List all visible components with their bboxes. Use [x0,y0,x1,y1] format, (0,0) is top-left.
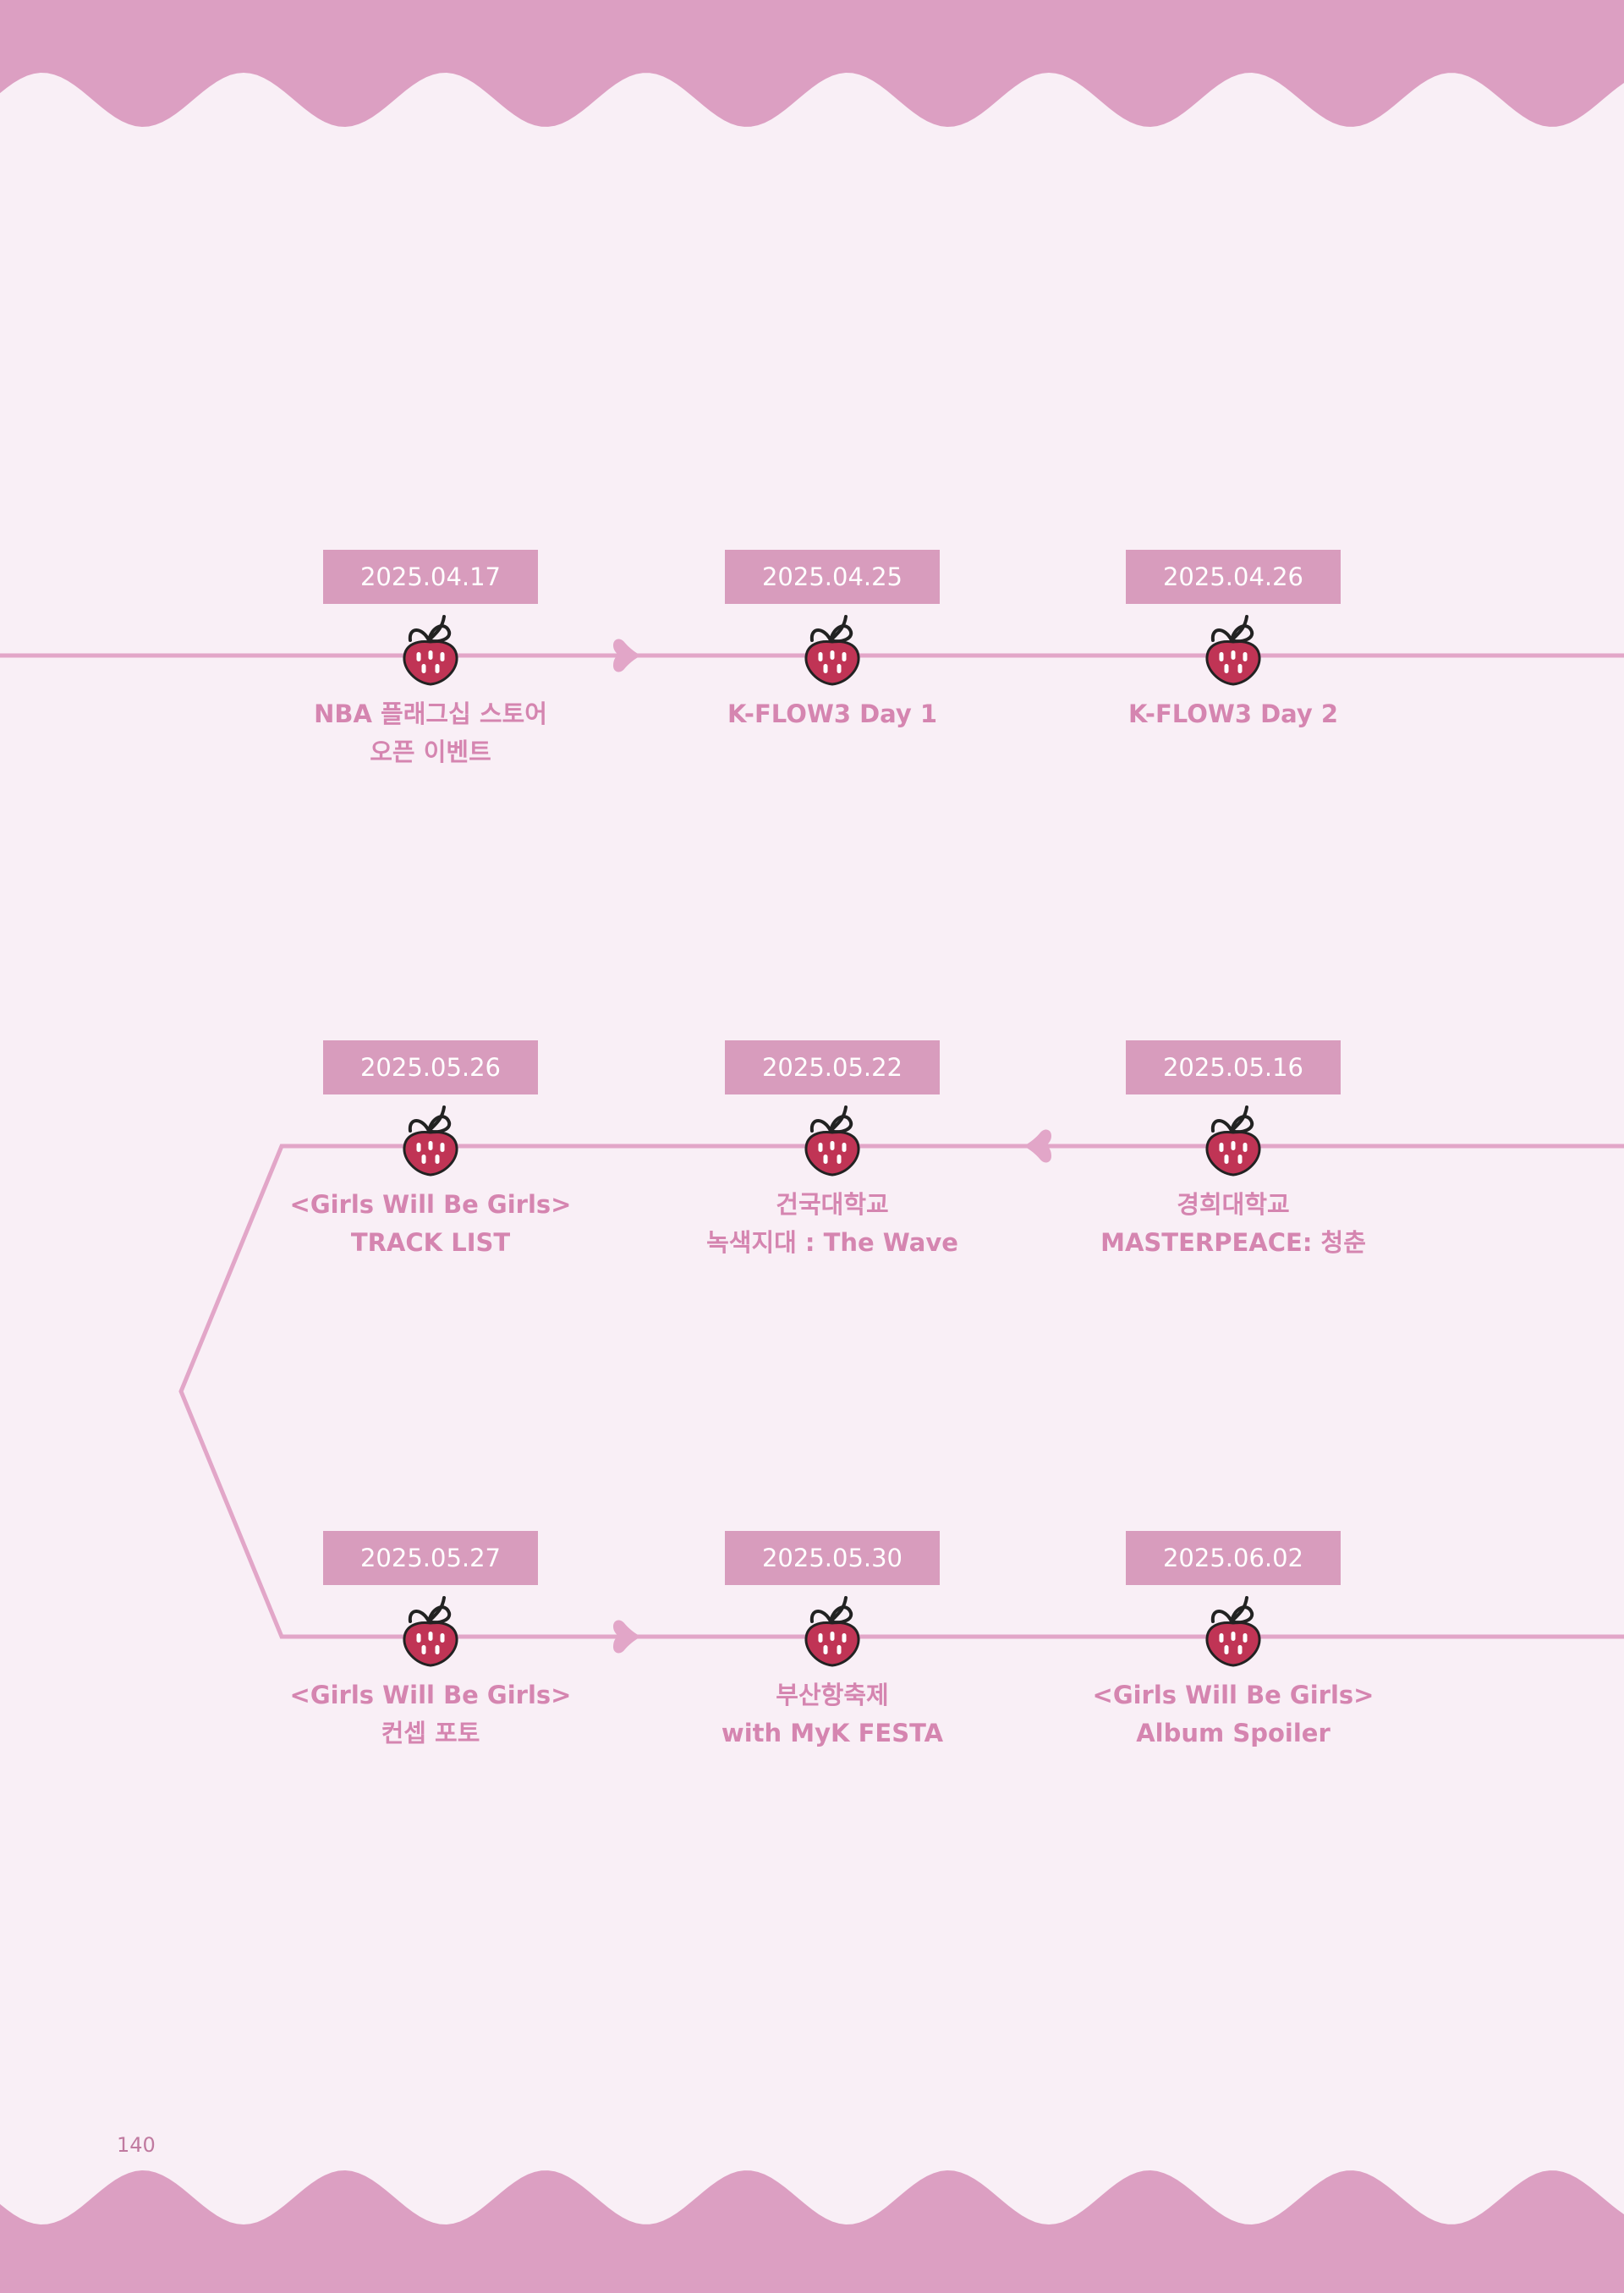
event-label-line: <Girls Will Be Girls> [289,1681,572,1709]
event-label-line: 부산항축제 [776,1681,889,1709]
strawberry-icon [1205,1105,1261,1177]
bottom-wave-border [0,2170,1624,2293]
event-label-line: 녹색지대 : The Wave [706,1228,958,1257]
event-date: 2025.05.30 [725,1531,940,1585]
strawberry-icon [804,1105,860,1177]
heart-arrow-icon [1023,1129,1051,1163]
strawberry-icon [403,1596,458,1667]
event-label: 부산항축제 with MyK FESTA [655,1676,1010,1753]
event-label-line: K-FLOW3 Day 1 [727,699,938,728]
event-date: 2025.06.02 [1126,1531,1341,1585]
event-label: 경희대학교 MASTERPEACE: 청춘 [1056,1186,1411,1262]
heart-arrow-icon [613,1620,641,1654]
strawberry-icon [1205,1596,1261,1667]
strawberry-icon [403,1105,458,1177]
event-label-line: <Girls Will Be Girls> [289,1190,572,1219]
event-date: 2025.04.26 [1126,550,1341,604]
event-date: 2025.05.26 [323,1040,538,1094]
event-date: 2025.05.27 [323,1531,538,1585]
strawberry-icon [1205,615,1261,686]
page-number: 140 [117,2133,156,2157]
top-wave-border [0,0,1624,127]
event-label-line: Album Spoiler [1136,1719,1330,1747]
event-label: <Girls Will Be Girls> TRACK LIST [253,1186,608,1262]
event-label-line: 컨셉 포토 [381,1719,480,1747]
event-label-line: 오픈 이벤트 [370,738,491,766]
event-date: 2025.05.22 [725,1040,940,1094]
event-label: K-FLOW3 Day 2 [1056,695,1411,733]
event-label-line: <Girls Will Be Girls> [1092,1681,1374,1709]
event-label-line: NBA 플래그십 스토어 [314,699,547,728]
event-label: K-FLOW3 Day 1 [655,695,1010,733]
timeline-line-rows-2-3 [178,1144,1624,1639]
strawberry-icon [804,1596,860,1667]
heart-arrow-icon [613,639,641,672]
event-label: <Girls Will Be Girls> Album Spoiler [1056,1676,1411,1753]
event-label-line: 경희대학교 [1177,1190,1290,1219]
strawberry-icon [403,615,458,686]
strawberry-icon [804,615,860,686]
event-label-line: TRACK LIST [350,1228,511,1257]
event-label-line: 건국대학교 [776,1190,889,1219]
event-label-line: MASTERPEACE: 청춘 [1100,1228,1366,1257]
event-label-line: K-FLOW3 Day 2 [1127,699,1339,728]
event-date: 2025.04.25 [725,550,940,604]
event-label: <Girls Will Be Girls> 컨셉 포토 [253,1676,608,1753]
event-date: 2025.04.17 [323,550,538,604]
event-date: 2025.05.16 [1126,1040,1341,1094]
event-label-line: with MyK FESTA [721,1719,944,1747]
